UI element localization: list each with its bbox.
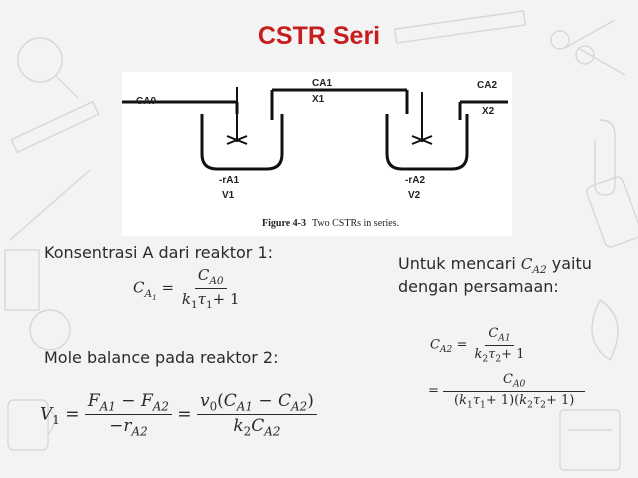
x1-label: X1 xyxy=(312,94,325,105)
ca2-equation-step-1: CA2 = CA1 k2τ2+ 1 xyxy=(430,326,525,365)
ca2-equation-step-2: = CA0 (k1τ1+ 1)(k2τ2+ 1) xyxy=(428,372,586,410)
cstr-diagram xyxy=(122,87,508,171)
reactor-2-heading: Mole balance pada reaktor 2: xyxy=(44,348,279,367)
reactor-2-rate-label: -rA2 xyxy=(405,175,426,186)
right-intro-suffix: yaitu xyxy=(551,254,592,273)
reactor-1-heading: Konsentrasi A dari reaktor 1: xyxy=(44,243,274,262)
figure-caption: Figure 4-3 Two CSTRs in series. xyxy=(262,218,399,229)
right-intro-line-1: Untuk mencari CA2 yaitu xyxy=(398,254,592,276)
x2-label: X2 xyxy=(482,106,495,117)
reactor-2-vessel xyxy=(385,114,469,171)
figure-caption-number: Figure 4-3 xyxy=(262,218,306,229)
cstr-series-figure: CA0 CA1 X1 CA2 X2 -rA1 V1 -rA2 V2 Figure… xyxy=(122,72,512,236)
right-intro-text: Untuk mencari xyxy=(398,254,516,273)
reactor-1-vessel xyxy=(200,114,284,171)
ca1-label: CA1 xyxy=(312,78,333,89)
reactor-1-volume-label: V1 xyxy=(222,190,235,201)
figure-caption-text: Two CSTRs in series. xyxy=(311,218,400,229)
ca2-symbol: CA2 xyxy=(520,255,547,276)
right-intro-line-2: dengan persamaan: xyxy=(398,277,559,296)
ca2-label: CA2 xyxy=(477,80,498,91)
ca1-equation: CA1 = CA0 k1τ1+ 1 xyxy=(133,266,240,311)
reactor-1-rate-label: -rA1 xyxy=(219,175,240,186)
v1-mole-balance-equation: V1 = FA1 − FA2 −rA2 = v0(CA1 − CA2) k2CA… xyxy=(40,391,317,439)
inlet-concentration-label: CA0 xyxy=(136,96,157,107)
slide-title: CSTR Seri xyxy=(257,22,381,50)
reactor-2-volume-label: V2 xyxy=(408,190,421,201)
